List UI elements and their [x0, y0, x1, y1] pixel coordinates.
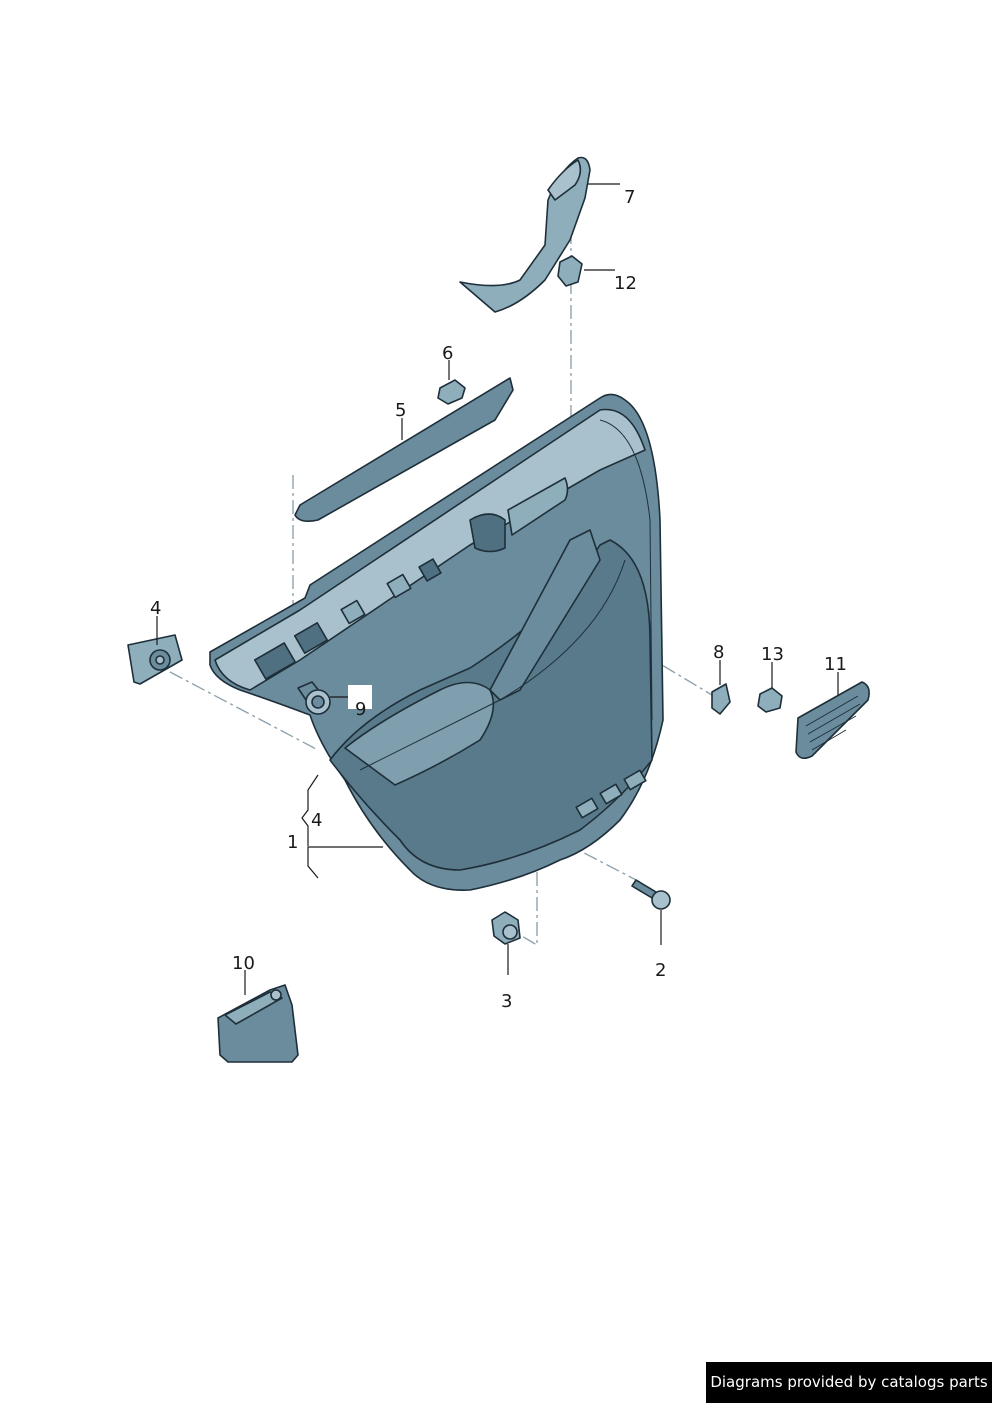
callout-11: 11 — [824, 654, 847, 675]
window-switch-recesses — [253, 558, 442, 680]
clip-13 — [757, 687, 783, 713]
bracket — [217, 984, 299, 1063]
trim-strip — [294, 377, 514, 522]
retaining-clip — [127, 634, 183, 685]
callout-2: 2 — [655, 960, 666, 981]
callout-9-box — [348, 685, 372, 709]
callout-7: 7 — [624, 187, 635, 208]
clip-8 — [711, 683, 731, 715]
screw — [631, 879, 671, 910]
callout-4-clip: 4 — [150, 598, 161, 619]
leader-lines — [156, 183, 839, 995]
strip-clip — [437, 379, 466, 405]
callout-3: 3 — [501, 991, 512, 1012]
callout-4-assembly: 4 — [311, 810, 322, 831]
speaker-grille — [795, 681, 870, 760]
lower-pocket-slots — [575, 769, 647, 819]
credit-banner: Diagrams provided by catalogs parts — [706, 1362, 992, 1403]
grab-handle — [459, 156, 591, 313]
callout-12: 12 — [614, 273, 637, 294]
callout-6: 6 — [442, 343, 453, 364]
callout-5: 5 — [395, 400, 406, 421]
callout-8: 8 — [713, 642, 724, 663]
callout-9: 9 — [355, 699, 366, 720]
callout-13: 13 — [761, 644, 784, 665]
push-clip — [491, 911, 521, 945]
callout-1: 1 — [287, 832, 298, 853]
door-trim-panel — [209, 393, 664, 891]
callout-10: 10 — [232, 953, 255, 974]
expanding-rivet — [297, 681, 331, 715]
handle-clip — [557, 255, 583, 287]
